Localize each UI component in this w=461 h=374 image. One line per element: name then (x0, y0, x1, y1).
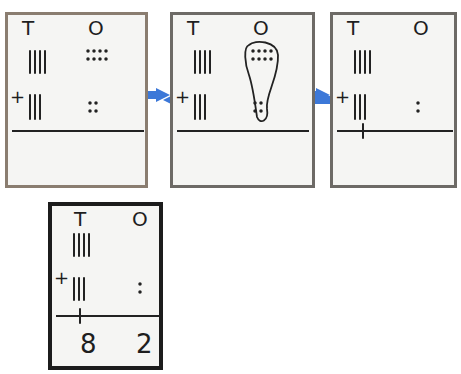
sum-line (12, 130, 144, 132)
tally-marks (30, 51, 45, 119)
board-text: 8 (80, 330, 97, 359)
ones-dots (253, 51, 271, 111)
group-loop (245, 42, 278, 121)
tally-marks (355, 51, 370, 119)
tally-marks (74, 234, 89, 300)
board-marks (12, 51, 144, 131)
carry-mark (362, 124, 364, 138)
board-marks (337, 51, 453, 138)
ones-dots (138, 284, 142, 292)
board-text: T (74, 208, 86, 230)
board-text: + (54, 268, 69, 288)
whiteboard: T O + (5, 12, 148, 188)
carry-mark (79, 309, 81, 323)
board-text: O (132, 208, 148, 230)
whiteboard: T O + (170, 12, 315, 188)
ones-dots (88, 51, 106, 111)
board-text: T (187, 17, 199, 39)
sum-line (337, 130, 453, 132)
board-text: T (22, 17, 34, 39)
board-text: 2 (136, 330, 153, 359)
board-text: O (88, 17, 104, 39)
board-marks (56, 234, 160, 323)
tally-marks (195, 51, 210, 119)
board-text: + (175, 87, 190, 107)
sum-line (56, 315, 160, 317)
step-arrow (148, 91, 156, 99)
sum-line (177, 130, 309, 132)
board-text: O (253, 17, 269, 39)
board-text: + (10, 87, 25, 107)
whiteboard: T O + (330, 12, 457, 188)
whiteboard: T O +8 2 (48, 202, 163, 370)
board-text: T (347, 17, 359, 39)
board-text: O (413, 17, 429, 39)
board-marks (177, 42, 309, 131)
ones-dots (416, 103, 420, 111)
board-text: + (335, 87, 350, 107)
